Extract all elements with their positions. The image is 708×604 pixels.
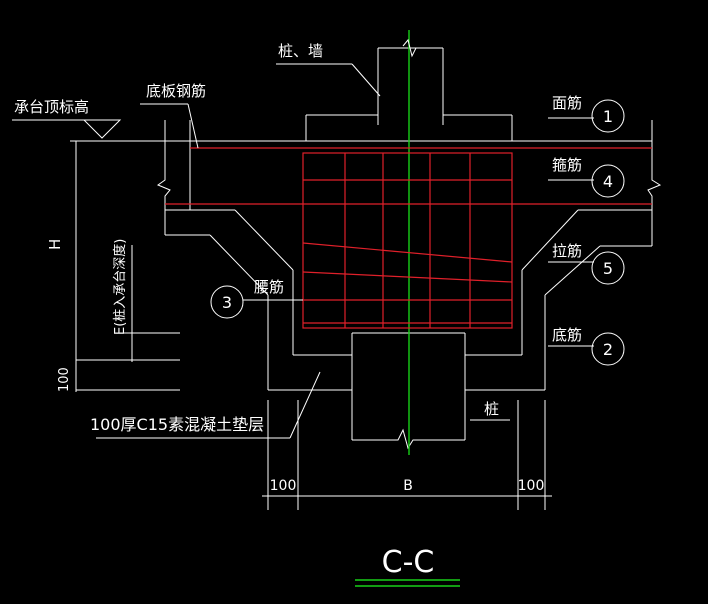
label-bottom-bar: 底筋 <box>552 326 582 344</box>
pile-wall-outline <box>377 47 444 125</box>
section-title: C-C <box>382 545 435 580</box>
label-width-left: 100 <box>270 478 297 494</box>
svg-text:2: 2 <box>603 340 613 359</box>
rebar-cage <box>165 147 652 329</box>
label-width-right: 100 <box>518 478 545 494</box>
label-embed-depth: E(桩入承台深度) <box>112 239 128 335</box>
marker-5: 5 <box>591 251 625 285</box>
label-bottom-plate-rebar: 底板钢筋 <box>146 82 206 100</box>
cap-outline <box>76 114 662 391</box>
label-tie-bar: 拉筋 <box>552 242 582 260</box>
marker-3: 3 <box>210 285 244 319</box>
label-stirrup: 箍筋 <box>552 156 582 174</box>
break-mark-top <box>402 38 417 58</box>
marker-4: 4 <box>591 164 625 198</box>
label-height: H <box>46 239 64 250</box>
label-top-bar: 面筋 <box>552 94 582 112</box>
label-pile-wall: 桩、墙 <box>278 42 323 60</box>
leaders <box>96 63 594 439</box>
svg-text:5: 5 <box>603 259 613 278</box>
dimensions <box>12 119 552 510</box>
label-cushion-layer: 100厚C15素混凝土垫层 <box>90 415 264 434</box>
marker-1: 1 <box>591 99 625 133</box>
marker-2: 2 <box>591 332 625 366</box>
label-cushion-thickness: 100 <box>57 367 72 392</box>
svg-text:4: 4 <box>603 172 613 191</box>
label-pile: 桩 <box>484 400 499 418</box>
svg-text:3: 3 <box>222 293 232 312</box>
label-waist-bar: 腰筋 <box>254 278 284 296</box>
label-cap-top-elevation: 承台顶标高 <box>14 98 89 116</box>
label-width-b: B <box>403 478 413 494</box>
svg-text:1: 1 <box>603 107 613 126</box>
